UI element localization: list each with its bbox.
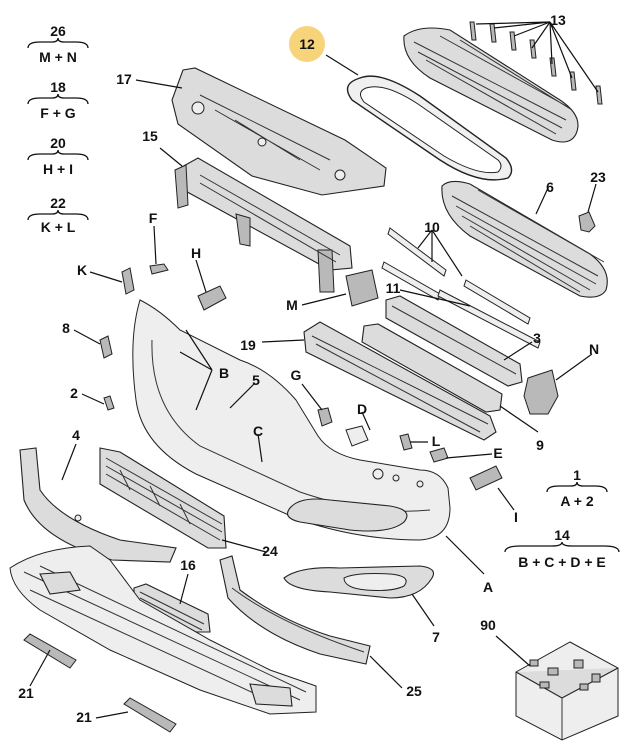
callout-21: 21 — [76, 709, 92, 725]
part-e-clip — [429, 447, 449, 463]
brace-icon — [27, 209, 89, 221]
group-number: 14 — [554, 527, 570, 543]
brace-icon — [27, 37, 89, 49]
callout-16: 16 — [180, 557, 196, 573]
callout-2: 2 — [70, 385, 78, 401]
part-l-clip — [399, 433, 413, 451]
callout-n: N — [589, 341, 599, 357]
callout-7: 7 — [432, 629, 440, 645]
part-a-bumper-cover — [132, 299, 451, 541]
part-3-absorber — [385, 295, 523, 387]
part-n-bracket — [523, 369, 559, 415]
part-19-absorber — [303, 321, 497, 441]
group-legend-26: 26 M + N — [27, 23, 89, 65]
group-number: 1 — [573, 467, 581, 483]
part-90-hardware-box — [515, 641, 619, 741]
group-legend-14: 14 B + C + D + E — [504, 527, 620, 570]
callout-h: H — [191, 245, 201, 261]
callout-9: 9 — [536, 437, 544, 453]
part-h-clip — [197, 285, 227, 311]
leader-lines — [29, 21, 599, 719]
part-2-clip — [103, 395, 115, 411]
callout-90: 90 — [480, 617, 496, 633]
callout-8: 8 — [62, 320, 70, 336]
part-13-upper-grille — [403, 21, 603, 143]
part-7-fog-bezel — [283, 565, 435, 599]
group-number: 20 — [50, 135, 66, 151]
part-i-clip — [469, 465, 503, 491]
group-members: A + 2 — [560, 493, 594, 509]
brace-icon — [546, 481, 608, 493]
callout-f: F — [149, 210, 158, 226]
group-legend-1: 1 A + 2 — [546, 467, 608, 509]
brace-icon — [27, 93, 89, 105]
part-4-lower-trim — [19, 447, 177, 563]
callout-17: 17 — [116, 71, 132, 87]
callout-3: 3 — [533, 330, 541, 346]
callout-13: 13 — [550, 12, 566, 28]
part-17-upper-panel — [171, 67, 387, 196]
part-12-grille-surround — [346, 75, 513, 181]
group-members: M + N — [39, 49, 77, 65]
callout-d: D — [357, 401, 367, 417]
part-m-bracket — [345, 269, 379, 307]
callout-15: 15 — [142, 128, 158, 144]
group-legend-18: 18 F + G — [27, 79, 89, 121]
part-10-chrome-strips — [381, 227, 531, 325]
callout-12: 12 — [299, 36, 315, 52]
part-6-main-grille — [441, 180, 608, 298]
callout-23: 23 — [590, 169, 606, 185]
brace-icon — [27, 149, 89, 161]
callout-a: A — [483, 579, 493, 595]
callout-m: M — [286, 297, 298, 313]
part-25-spoiler — [219, 555, 371, 665]
group-number: 22 — [50, 195, 66, 211]
callout-19: 19 — [240, 337, 256, 353]
group-members: F + G — [40, 105, 76, 121]
brace-icon — [504, 541, 620, 553]
group-legend-22: 22 K + L — [27, 195, 89, 235]
group-members: B + C + D + E — [518, 554, 606, 570]
part-15-impact-beam — [174, 157, 353, 293]
callout-e: E — [493, 445, 502, 461]
callout-c: C — [253, 423, 263, 439]
group-members: K + L — [41, 219, 76, 235]
part-d-cap — [345, 425, 369, 447]
callout-l: L — [432, 433, 441, 449]
underbody-shield — [9, 545, 317, 715]
part-g-clip — [317, 407, 333, 427]
callout-i: I — [514, 509, 518, 525]
callout-11: 11 — [386, 280, 401, 296]
part-23-bracket — [578, 211, 596, 233]
group-members: H + I — [43, 161, 73, 177]
part-k-clip — [121, 267, 135, 295]
callout-g: G — [291, 367, 302, 383]
group-number: 26 — [50, 23, 66, 39]
part-9-absorber — [361, 323, 503, 413]
highlight-marker — [289, 26, 325, 62]
callout-10: 10 — [424, 219, 440, 235]
part-24-lower-grille — [99, 447, 227, 549]
part-8-clip — [99, 335, 113, 359]
callout-4: 4 — [72, 427, 80, 443]
group-legend-20: 20 H + I — [27, 135, 89, 177]
callout-6: 6 — [546, 179, 554, 195]
callout-b: B — [219, 365, 229, 381]
callout-k: K — [77, 262, 87, 278]
callout-24: 24 — [262, 543, 278, 559]
part-21-strip-bottom — [123, 697, 177, 733]
part-f-clip — [149, 263, 169, 275]
group-number: 18 — [50, 79, 66, 95]
callout-21: 21 — [18, 685, 34, 701]
callout-5: 5 — [252, 372, 260, 388]
callout-25: 25 — [406, 683, 422, 699]
